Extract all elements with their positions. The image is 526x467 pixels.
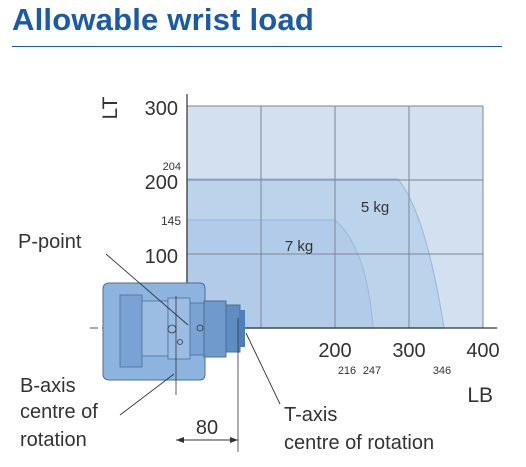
p-point-leader xyxy=(105,253,189,326)
b-axis-label-line3: rotation xyxy=(20,429,87,451)
x-tick-200: 200 xyxy=(318,340,351,362)
b-axis-leader xyxy=(119,373,175,416)
x-tick-400: 400 xyxy=(466,340,499,362)
b-axis-label-line1: B-axis xyxy=(20,375,76,397)
offset-arrow-right xyxy=(230,437,238,443)
b-axis-label-line2: centre of xyxy=(20,401,98,423)
chart-grid xyxy=(187,105,484,328)
y-tick-300: 300 xyxy=(145,98,178,120)
x-mark-346: 346 xyxy=(433,365,451,377)
p-point-label: P-point xyxy=(18,231,82,253)
y-mark-204: 204 xyxy=(163,161,181,173)
t-axis-label-line2: centre of rotation xyxy=(284,432,434,454)
zone-5kg-label: 5 kg xyxy=(361,199,389,216)
page-title: Allowable wrist load xyxy=(12,2,314,37)
t-axis-leader xyxy=(245,332,281,405)
zone-7kg-label: 7 kg xyxy=(285,238,313,255)
y-mark-145: 145 xyxy=(161,214,181,228)
y-tick-100: 100 xyxy=(145,246,178,268)
x-mark-247: 247 xyxy=(363,365,381,377)
t-axis-label-line1: T-axis xyxy=(284,404,337,426)
x-mark-216: 216 xyxy=(338,365,356,377)
title-divider xyxy=(12,46,502,47)
y-tick-200: 200 xyxy=(145,172,178,194)
x-axis-label: LB xyxy=(467,384,493,407)
x-tick-300: 300 xyxy=(392,340,425,362)
offset-arrow-left xyxy=(176,437,184,443)
y-axis-label: LT xyxy=(99,96,122,119)
wrist-illustration xyxy=(102,282,245,452)
offset-value: 80 xyxy=(196,417,218,439)
